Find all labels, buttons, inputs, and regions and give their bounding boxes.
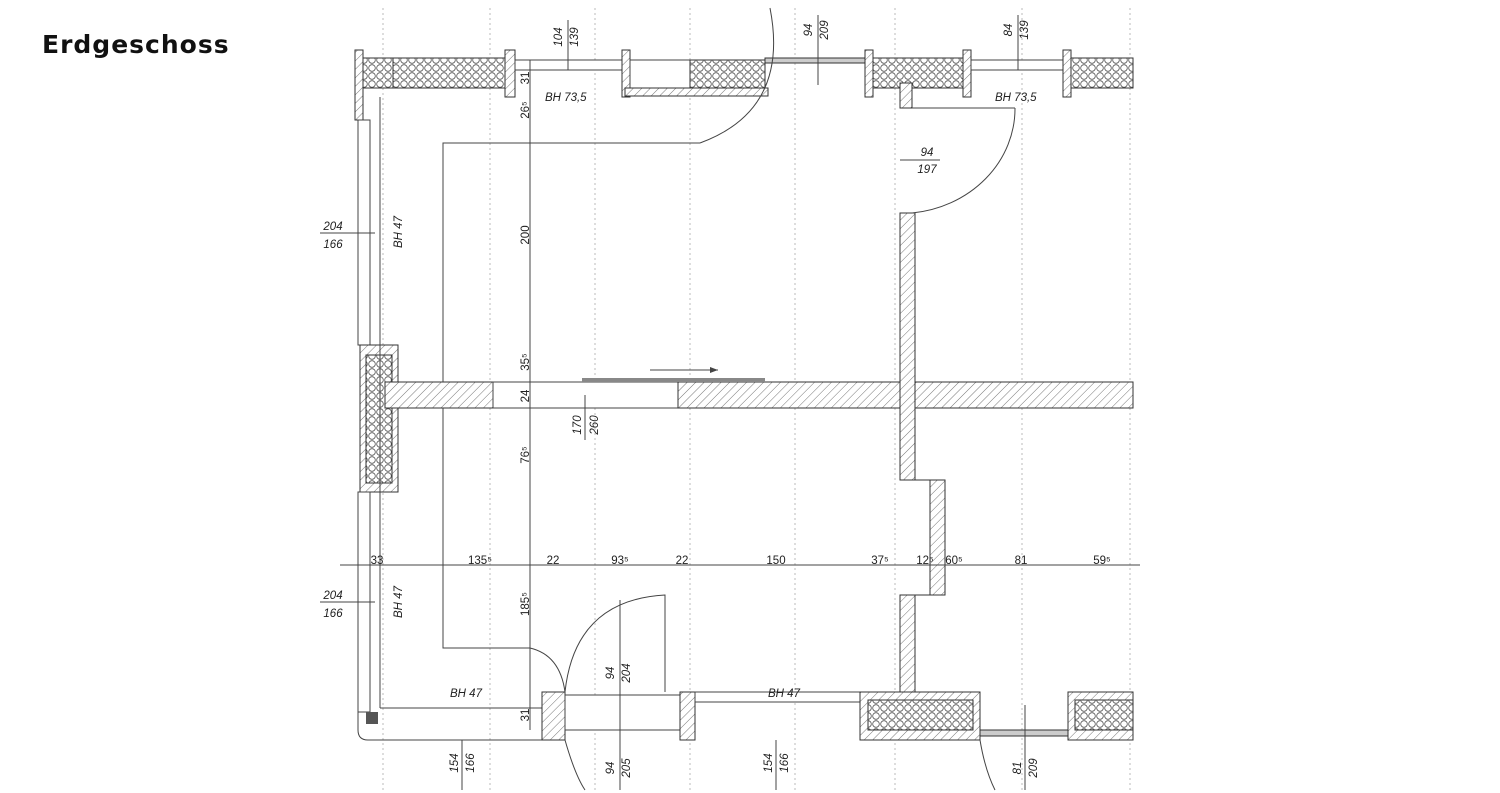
label: 94 — [803, 24, 815, 37]
label: BH 73,5 — [995, 92, 1037, 104]
label: 204 — [621, 663, 633, 683]
label: 31 — [520, 72, 532, 85]
label: 139 — [1019, 20, 1031, 40]
label: 81 — [1012, 762, 1024, 775]
dimension-lines — [320, 15, 1140, 790]
dim-label: 22 — [547, 555, 560, 567]
bottom-exterior-wall — [541, 691, 1134, 741]
label: 204 — [322, 221, 342, 233]
label: 26⁵ — [520, 101, 532, 119]
label: BH 47 — [393, 585, 405, 618]
label: BH 47 — [393, 215, 405, 248]
label: 76⁵ — [520, 446, 532, 464]
label: BH 73,5 — [545, 92, 587, 104]
label: 154 — [763, 753, 775, 772]
dim-label: 150 — [766, 555, 785, 567]
label: 209 — [819, 20, 831, 41]
drawing-title: Erdgeschoss — [42, 30, 230, 59]
label: 166 — [779, 753, 791, 773]
label: 94 — [605, 762, 617, 775]
label: BH 47 — [450, 688, 483, 700]
label: 24 — [520, 389, 532, 402]
top-exterior-wall — [354, 49, 1134, 121]
label: 200 — [520, 225, 532, 244]
label: 197 — [917, 164, 937, 176]
label: 35⁵ — [520, 353, 532, 371]
label: 94 — [605, 667, 617, 680]
label: 185⁵ — [520, 592, 532, 616]
dim-label: 81 — [1015, 555, 1028, 567]
label: 166 — [323, 239, 343, 251]
dim-label: 37⁵ — [871, 555, 889, 567]
label: 204 — [322, 590, 342, 602]
annotations: 104 139 94 209 84 139 BH 73,5 BH 73,5 94… — [322, 20, 1040, 779]
interior-walls — [384, 142, 1134, 693]
dim-label: 33 — [371, 555, 384, 567]
dim-label: 12⁵ — [916, 555, 934, 567]
label: 94 — [921, 147, 934, 159]
label: 209 — [1028, 758, 1040, 779]
door-swings — [529, 7, 1016, 791]
dim-label: 135⁵ — [468, 555, 492, 567]
label: 104 — [553, 27, 565, 46]
dim-label: 60⁵ — [945, 555, 963, 567]
label: 154 — [449, 753, 461, 772]
label: 31 — [520, 709, 532, 722]
label: 166 — [465, 753, 477, 773]
label: 166 — [323, 608, 343, 620]
left-exterior-wall — [357, 97, 545, 741]
label: 84 — [1003, 24, 1015, 37]
dim-label: 22 — [676, 555, 689, 567]
label: 170 — [572, 415, 584, 435]
label: 139 — [569, 27, 581, 47]
label: 205 — [621, 758, 633, 779]
dimension-chain: 33 135⁵ 22 93⁵ 22 150 37⁵ 12⁵ 60⁵ 81 59⁵ — [371, 555, 1111, 567]
dim-label: 93⁵ — [611, 555, 629, 567]
label: 260 — [589, 415, 601, 436]
label: BH 47 — [768, 688, 801, 700]
dim-label: 59⁵ — [1093, 555, 1111, 567]
